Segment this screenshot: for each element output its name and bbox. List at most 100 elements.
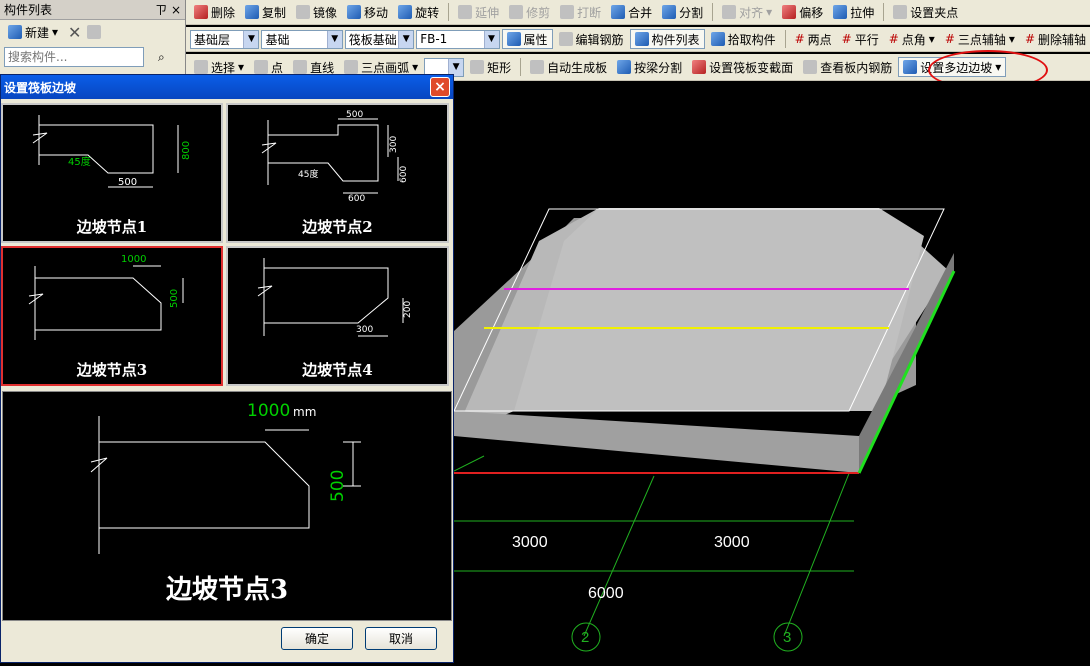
break-button[interactable]: 打断 <box>556 2 605 22</box>
axis-circle-3 <box>773 622 803 652</box>
parallel-button[interactable]: #平行 <box>841 32 879 47</box>
view-rebar-button[interactable]: 查看板内钢筋 <box>799 57 896 77</box>
dim-label: 500 <box>346 110 363 120</box>
line-icon <box>293 60 308 74</box>
rotate-button[interactable]: 旋转 <box>394 2 443 22</box>
new-icon <box>8 25 22 39</box>
delete-aux-button[interactable]: #删除辅轴 <box>1024 32 1087 47</box>
category-select[interactable]: 基础▼ <box>261 29 343 49</box>
slab-top <box>514 208 924 411</box>
split-button[interactable]: 分割 <box>658 2 707 22</box>
dim-label: 600 <box>348 194 365 204</box>
slope-option-2[interactable]: 500 300 45度 600 600 边坡节点2 <box>226 103 449 243</box>
new-component-button[interactable]: 新建 ▾ <box>4 22 62 42</box>
search-icon[interactable]: ⌕ <box>158 49 165 64</box>
component-search-input[interactable] <box>4 47 144 67</box>
name-select[interactable]: FB-1▼ <box>416 29 500 49</box>
pin-icon[interactable]: ㄗ <box>155 3 168 17</box>
three-point-icon: # <box>944 32 955 46</box>
cancel-button[interactable]: 取消 <box>365 627 437 650</box>
move-icon <box>347 5 362 19</box>
move-button[interactable]: 移动 <box>343 2 392 22</box>
align-button[interactable]: 对齐 ▾ <box>718 2 776 22</box>
viewport-canvas: 3000 3000 6000 2 3 <box>453 208 956 652</box>
stretch-button[interactable]: 拉伸 <box>829 2 878 22</box>
pointer-icon <box>194 60 208 74</box>
copy-button[interactable]: 复制 <box>241 2 290 22</box>
component-list-button[interactable]: 构件列表 <box>629 29 705 49</box>
extend-button[interactable]: 延伸 <box>454 2 503 22</box>
break-icon <box>560 5 575 19</box>
dim-label: 1000 <box>121 254 146 265</box>
dim-label: 500 <box>328 470 348 502</box>
auto-gen-icon <box>530 60 545 74</box>
slab-side <box>859 253 954 473</box>
component-list-panel: 构件列表 ㄗ × 新建 ▾ ✕ ⌕ <box>0 0 186 74</box>
parallel-icon: # <box>841 32 852 46</box>
dim-label: 1000 <box>247 401 290 421</box>
component-search: ⌕ <box>4 46 181 68</box>
drawing-viewport[interactable]: 3000 3000 6000 2 3 <box>453 81 1090 663</box>
dim-label: 800 <box>181 141 192 160</box>
point-angle-button[interactable]: #点角 ▾ <box>888 32 935 47</box>
trim-icon <box>509 5 524 19</box>
dim-label: 600 <box>399 166 409 183</box>
axis-label: 2 <box>581 629 589 646</box>
angle-label: 45度 <box>298 168 318 180</box>
chevron-down-icon: ▼ <box>243 30 259 48</box>
component-list-header: 构件列表 ㄗ × <box>0 0 185 20</box>
delete-component-icon[interactable]: ✕ <box>68 22 82 42</box>
edit-toolbar: 删除 复制 镜像 移动 旋转 延伸 修剪 打断 合并 分割 对齐 ▾ 偏移 拉伸… <box>186 0 1090 25</box>
slope-dialog: 设置筏板边坡 × 45度 800 500 边坡节点1 <box>0 74 454 663</box>
mirror-button[interactable]: 镜像 <box>292 2 341 22</box>
grid-lines <box>453 455 855 637</box>
layer-select[interactable]: 基础层▼ <box>190 29 260 49</box>
ok-button[interactable]: 确定 <box>281 627 353 650</box>
slope-option-4[interactable]: 200 300 边坡节点4 <box>226 246 449 386</box>
delete-button[interactable]: 删除 <box>190 2 239 22</box>
three-point-aux-button[interactable]: #三点辅轴 ▾ <box>944 32 1015 47</box>
slope-node-1-diagram: 45度 800 500 <box>32 115 192 188</box>
select-button[interactable]: 选择 ▾ <box>190 57 248 77</box>
slab-side-edge <box>857 270 956 474</box>
properties-button[interactable]: 属性 <box>501 29 553 49</box>
copy-component-icon[interactable] <box>87 25 102 39</box>
arc-button[interactable]: 三点画弧 ▾ <box>340 57 422 77</box>
dim-label: 300 <box>356 325 373 335</box>
split-icon <box>662 5 677 19</box>
slab-front <box>454 411 859 473</box>
set-grip-button[interactable]: 设置夹点 <box>889 2 962 22</box>
offset-button[interactable]: 偏移 <box>778 2 827 22</box>
trim-button[interactable]: 修剪 <box>505 2 554 22</box>
slope-option-3[interactable]: 1000 500 边坡节点3 <box>1 246 223 386</box>
point-button[interactable]: 点 <box>250 57 287 77</box>
auto-generate-button[interactable]: 自动生成板 <box>526 57 611 77</box>
separator <box>883 3 885 21</box>
close-icon[interactable]: × <box>430 77 450 97</box>
pick-component-button[interactable]: 拾取构件 <box>707 29 780 49</box>
dim-label: 500 <box>118 177 137 188</box>
rect-button[interactable]: 矩形 <box>466 57 515 77</box>
offset-icon <box>782 5 797 19</box>
draw-mode-select[interactable]: ▼ <box>424 57 465 77</box>
set-section-button[interactable]: 设置筏板变截面 <box>688 57 797 77</box>
line-button[interactable]: 直线 <box>289 57 338 77</box>
edit-rebar-button[interactable]: 编辑钢筋 <box>555 29 628 49</box>
axis-label: 3 <box>783 629 791 646</box>
split-by-beam-button[interactable]: 按梁分割 <box>613 57 686 77</box>
point-icon <box>254 60 269 74</box>
panel-close-icon[interactable]: × <box>170 3 181 17</box>
two-point-button[interactable]: #两点 <box>794 32 832 47</box>
grip-icon <box>893 5 908 19</box>
rect-icon <box>470 60 485 74</box>
copy-icon <box>245 5 260 19</box>
slope-option-1[interactable]: 45度 800 500 边坡节点1 <box>1 103 223 243</box>
component-list-actions: 新建 ▾ ✕ <box>0 20 185 44</box>
slope-node-4-diagram: 200 300 <box>257 258 413 337</box>
arc-icon <box>344 60 359 74</box>
separator <box>712 3 714 21</box>
component-list-title: 构件列表 <box>4 3 53 17</box>
merge-button[interactable]: 合并 <box>607 2 656 22</box>
chevron-down-icon: ▼ <box>398 30 414 48</box>
type-select[interactable]: 筏板基础▼ <box>344 29 415 49</box>
